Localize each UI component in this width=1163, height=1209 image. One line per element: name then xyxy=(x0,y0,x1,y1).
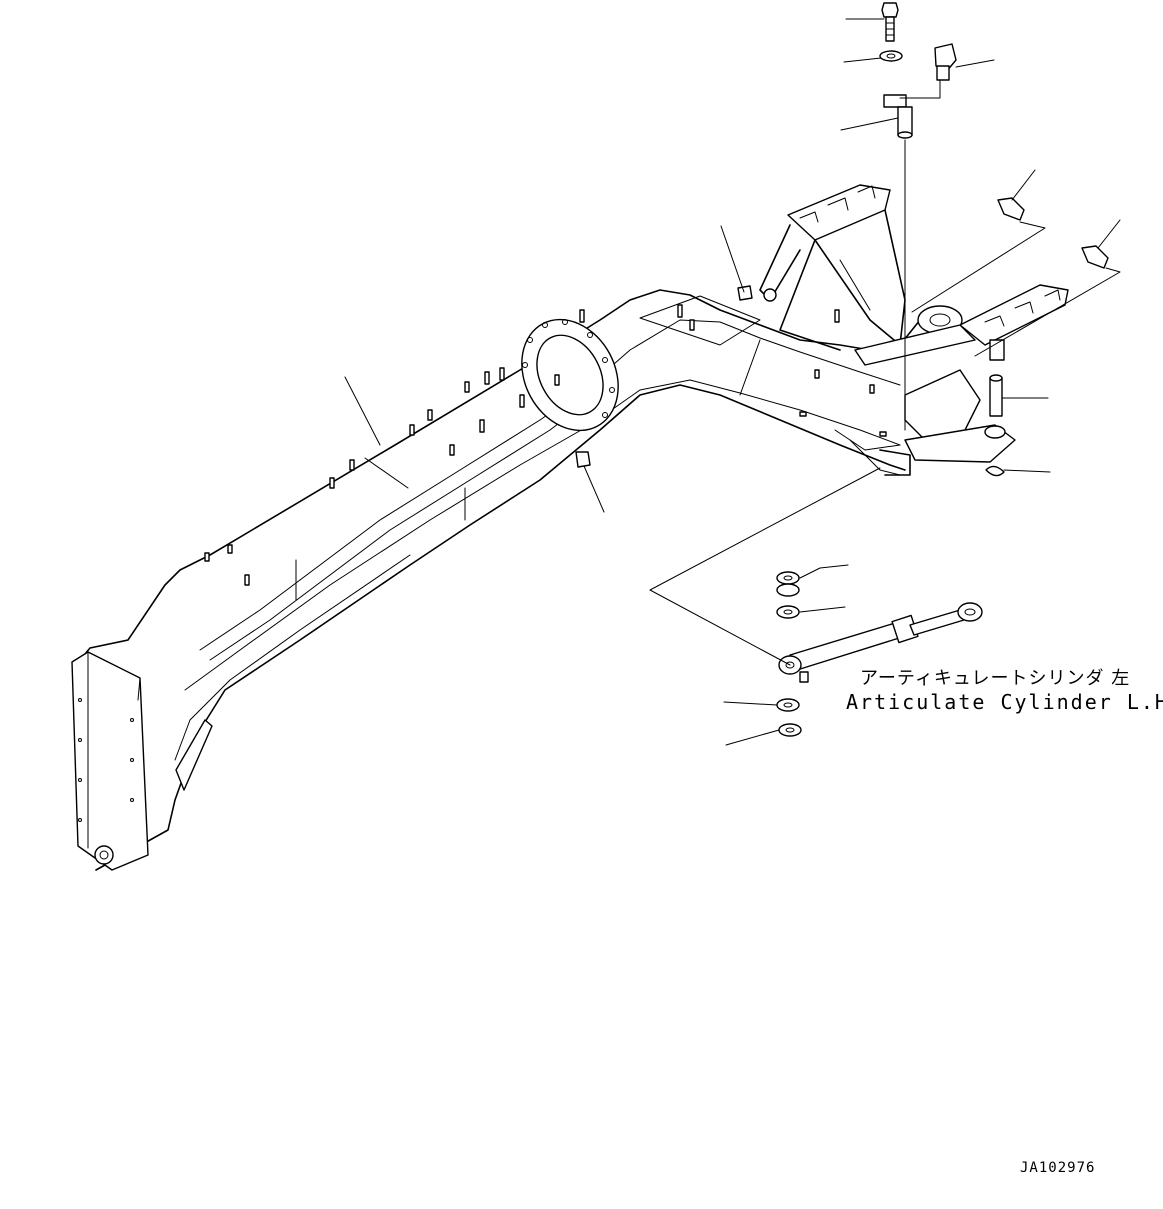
grease-nipple-2 xyxy=(1082,246,1108,268)
cylinder-label-jp: アーティキュレートシリンダ 左 xyxy=(860,668,1131,689)
cylinder-label-en: Articulate Cylinder L.H. xyxy=(846,690,1163,714)
flange-ring xyxy=(503,303,637,448)
side-bracket xyxy=(960,285,1068,360)
front-tower xyxy=(760,185,905,350)
pin-top xyxy=(884,95,912,138)
rear-frame xyxy=(80,290,920,870)
cylinder-pin-right xyxy=(990,375,1002,416)
grease-nipple-1 xyxy=(998,198,1024,220)
bolt-flange-bottom xyxy=(576,452,590,467)
small-bolt-side xyxy=(738,286,752,300)
lock-ring-right xyxy=(986,466,1004,475)
studs xyxy=(205,305,886,585)
washer-top xyxy=(880,51,902,61)
drawing-code: JA102976 xyxy=(1020,1160,1096,1176)
bolt-top xyxy=(882,3,898,41)
pivot-hub xyxy=(855,306,1015,475)
articulate-cylinder xyxy=(779,603,982,682)
assembly-lines xyxy=(650,80,1120,665)
leader-lines xyxy=(345,19,1120,745)
grease-fitting-elbow xyxy=(935,44,956,80)
rear-end-plate xyxy=(72,652,212,870)
